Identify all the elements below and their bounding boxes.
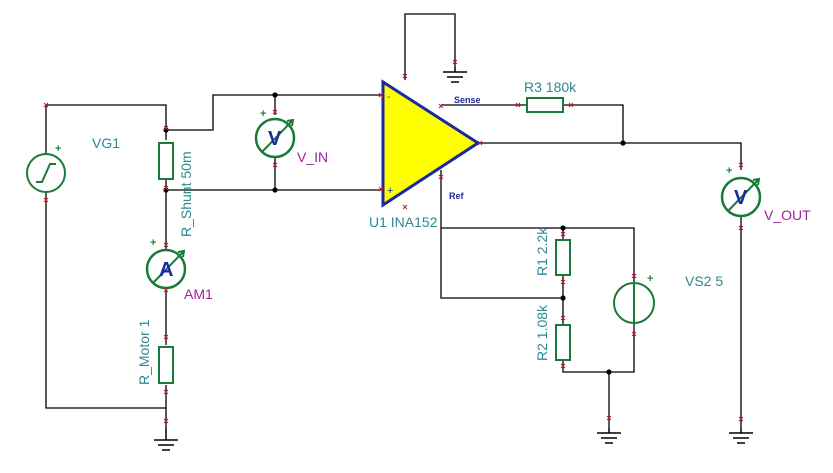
r2-label: R2 1.08k — [534, 304, 550, 361]
r3-label: R3 180k — [524, 79, 577, 95]
u1-in-plus: + — [387, 185, 393, 197]
ground-icon — [154, 428, 178, 451]
u1-sense-pin: Sense — [454, 95, 481, 105]
u1-in-minus: - — [387, 92, 390, 103]
r1-label: R1 2.2k — [534, 227, 550, 276]
ground-icon — [597, 428, 621, 444]
svg-text:+: + — [150, 237, 156, 249]
r3-resistor[interactable] — [526, 97, 564, 113]
u1-label: U1 INA152 — [369, 214, 438, 230]
v-out-label: V_OUT — [764, 207, 811, 223]
v-in-label: V_IN — [297, 149, 328, 165]
svg-text:+: + — [55, 143, 61, 155]
r1-resistor[interactable] — [555, 239, 571, 276]
r2-resistor[interactable] — [555, 324, 571, 361]
v-out-glyph: V — [734, 187, 748, 209]
r-motor-label: R_Motor 1 — [136, 319, 152, 385]
svg-text:+: + — [726, 165, 732, 177]
v-in-voltmeter[interactable]: V + — [254, 108, 296, 159]
svg-text:+: + — [260, 108, 266, 120]
svg-text:+: + — [647, 273, 653, 285]
v-in-glyph: V — [268, 128, 282, 150]
ground-icon — [443, 67, 467, 83]
u1-opamp[interactable]: - + Sense Ref — [381, 79, 481, 208]
u1-ref-pin: Ref — [449, 191, 465, 201]
am1-label: AM1 — [184, 286, 213, 302]
v-out-voltmeter[interactable]: V + — [720, 165, 762, 218]
vs2-label: VS2 5 — [685, 273, 723, 289]
vg1-label: VG1 — [92, 135, 120, 151]
r-shunt-label: R_Shunt 50m — [178, 151, 194, 237]
r-motor-resistor[interactable] — [158, 346, 174, 384]
vg1-generator[interactable]: + — [26, 143, 66, 193]
ground-icon — [729, 428, 753, 444]
vs2-source[interactable]: + — [613, 273, 655, 324]
am1-glyph: A — [159, 259, 173, 281]
r-shunt-resistor[interactable] — [158, 142, 174, 180]
am1-ammeter[interactable]: A + — [145, 237, 187, 290]
pin-markers — [43, 59, 744, 424]
